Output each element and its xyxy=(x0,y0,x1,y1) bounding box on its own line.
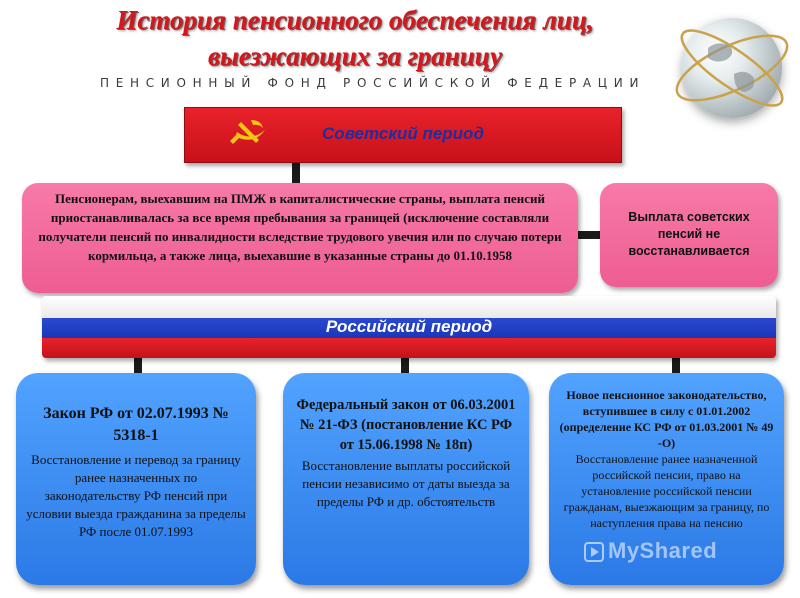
soviet-period-banner: Советский период xyxy=(184,107,622,163)
page-title-line1: История пенсионного обеспечения лиц, xyxy=(116,5,594,35)
watermark-icon xyxy=(584,542,604,562)
soviet-period-title: Советский период xyxy=(322,124,484,143)
globe-icon xyxy=(675,18,789,118)
flag-blue-stripe xyxy=(42,318,776,338)
law-box-1993-text: Восстановление и перевод за границу ране… xyxy=(26,452,246,539)
russian-period-banner: Российский период xyxy=(42,296,776,358)
connector-russia-3 xyxy=(672,358,680,378)
law-box-2001-heading: Федеральный закон от 06.03.2001 № 21-ФЗ … xyxy=(296,397,516,453)
law-box-2002: Новое пенсионное законодательство, вступ… xyxy=(549,373,784,585)
page-title-line2: выезжающих за границу xyxy=(207,41,502,71)
connector-side xyxy=(578,231,600,239)
law-box-1993: Закон РФ от 02.07.1993 № 5318-1 Восстано… xyxy=(16,373,256,585)
law-box-2001-text: Восстановление выплаты российской пенсии… xyxy=(301,458,511,509)
law-box-2002-heading: Новое пенсионное законодательство, вступ… xyxy=(559,388,774,450)
russian-period-title: Российский период xyxy=(325,317,493,336)
flag-white-stripe xyxy=(42,296,776,318)
connector-russia-2 xyxy=(401,358,409,378)
soviet-rule-text: Пенсионерам, выехавшим на ПМЖ в капитали… xyxy=(38,191,562,263)
hammer-sickle-icon xyxy=(230,120,265,144)
connector-soviet-down xyxy=(292,160,300,184)
soviet-outcome-box: Выплата советских пенсий не восстанавлив… xyxy=(600,183,778,287)
soviet-rule-box: Пенсионерам, выехавшим на ПМЖ в капитали… xyxy=(22,183,578,293)
watermark-text: MyShared xyxy=(608,538,718,563)
connector-russia-1 xyxy=(134,358,142,378)
law-box-2001: Федеральный закон от 06.03.2001 № 21-ФЗ … xyxy=(283,373,529,585)
law-box-1993-heading: Закон РФ от 02.07.1993 № 5318-1 xyxy=(43,405,229,444)
law-box-2002-text: Восстановление ранее назначенной российс… xyxy=(563,452,770,530)
soviet-outcome-text: Выплата советских пенсий не восстанавлив… xyxy=(628,210,750,258)
page-title: История пенсионного обеспечения лиц, вые… xyxy=(40,2,670,74)
page-subtitle: ПЕНСИОННЫЙ ФОНД РОССИЙСКОЙ ФЕДЕРАЦИИ xyxy=(100,76,646,90)
flag-red-stripe xyxy=(42,338,776,358)
